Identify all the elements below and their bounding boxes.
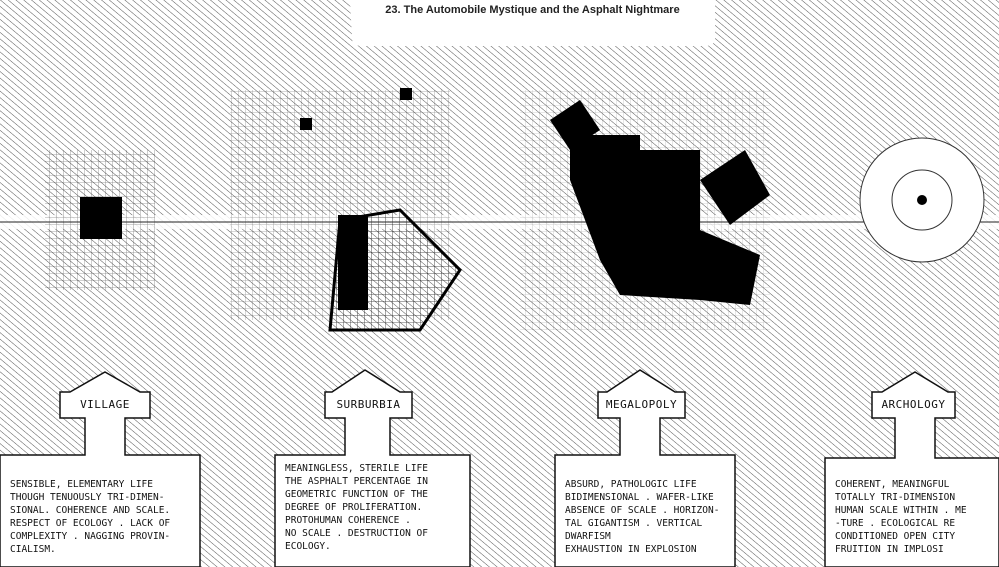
label-village: VILLAGE bbox=[80, 398, 130, 411]
arrow-village bbox=[0, 371, 201, 567]
village-drawing bbox=[45, 150, 155, 290]
arrow-megalopoly bbox=[554, 369, 736, 567]
label-megalopoly: MEGALOPOLY bbox=[605, 398, 678, 411]
arrow-suburbia bbox=[274, 369, 471, 567]
description-megalopoly: ABSURD, PATHOLOGIC LIFE BIDIMENSIONAL . … bbox=[565, 479, 720, 555]
megalopoly-drawing bbox=[520, 90, 770, 330]
description-suburbia: MEANINGLESS, STERILE LIFE THE ASPHALT PE… bbox=[285, 463, 428, 552]
description-arcology: COHERENT, MEANINGFUL TOTALLY TRI-DIMENSI… bbox=[835, 479, 967, 555]
suburbia-drawing bbox=[230, 88, 462, 332]
description-village: SENSIBLE, ELEMENTARY LIFE THOUGH TENUOUS… bbox=[10, 479, 171, 555]
title-tab bbox=[350, 0, 715, 46]
arcology-drawing bbox=[859, 137, 985, 263]
label-arcology: ARCHOLOGY bbox=[881, 398, 946, 411]
arrow-arcology bbox=[824, 371, 999, 567]
label-suburbia: SURBURBIA bbox=[336, 398, 401, 411]
page-title: 23. The Automobile Mystique and the Asph… bbox=[385, 4, 680, 16]
